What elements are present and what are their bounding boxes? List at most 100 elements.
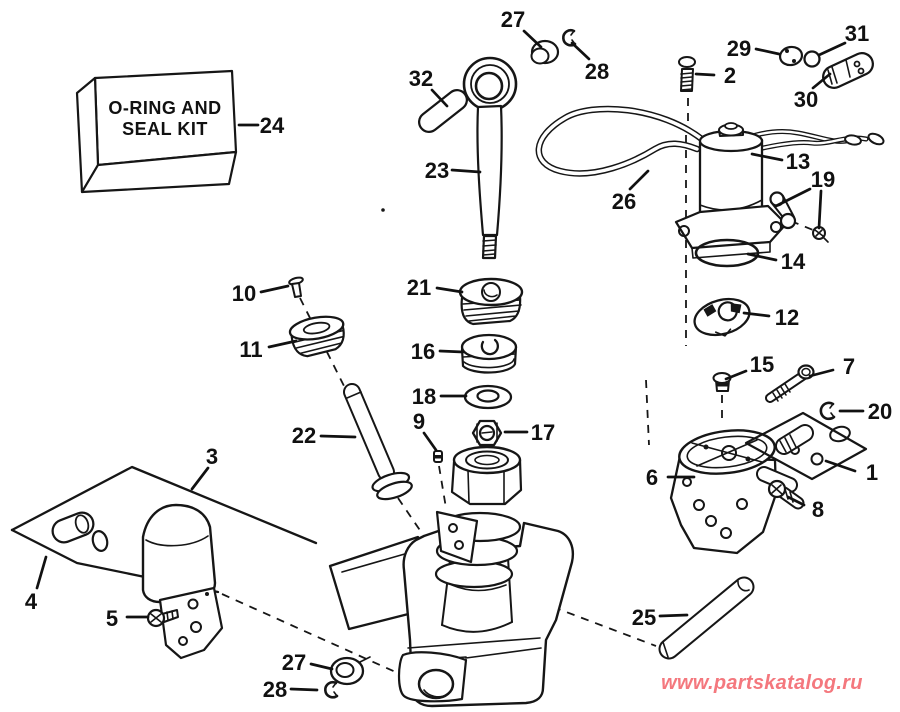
leader-line-27-31 [309, 662, 334, 671]
leader-line-28-1 [570, 41, 591, 61]
tube-25-drawing [658, 576, 755, 660]
leader-line-13-9 [750, 152, 784, 162]
part-label-26-8: 26 [612, 189, 636, 214]
leader-line-21-13 [435, 286, 464, 294]
part-label-19-10: 19 [811, 167, 835, 192]
watermark-text: www.partskatalog.ru [661, 672, 863, 694]
motor-drawing [674, 122, 788, 259]
part-label-6-26: 6 [646, 465, 658, 490]
leader-line-32-2 [430, 88, 449, 108]
part-label-28-32: 28 [263, 677, 287, 702]
part-label-31-6: 31 [845, 21, 869, 46]
cap-top-drawing [530, 39, 560, 65]
part-label-16-14: 16 [411, 339, 435, 364]
clip-top-drawing [562, 29, 577, 47]
construction-lines [221, 98, 814, 684]
o-ring-14-drawing [694, 238, 760, 268]
clip-bottom-drawing [324, 681, 339, 699]
leader-line-4-28 [35, 555, 48, 590]
plug-11-drawing [288, 315, 345, 358]
part-label-15-18: 15 [750, 352, 774, 377]
manifold-6-drawing [669, 429, 798, 555]
part-label-5-29: 5 [106, 606, 118, 631]
seal-kit-text-line1: O-RING AND [108, 98, 221, 118]
leader-line-31-6 [817, 41, 847, 57]
leader-line-10-21 [259, 284, 290, 294]
nut-17-drawing [471, 419, 503, 447]
part-label-8-27: 8 [812, 497, 824, 522]
leader-line-23-3 [450, 168, 482, 174]
small-dot [381, 208, 385, 212]
nipple-9-drawing [433, 450, 443, 463]
reservoir-drawing [141, 503, 224, 660]
cap-bottom-drawing [329, 656, 371, 686]
part-label-24-33: 24 [260, 113, 285, 138]
gasket-1-drawing [744, 411, 868, 481]
part-label-11-22: 11 [239, 337, 262, 362]
part-label-18-15: 18 [412, 384, 436, 409]
part-label-12-12: 12 [775, 305, 799, 330]
seal-kit-box: O-RING AND SEAL KIT [75, 69, 238, 194]
leader-line-3-24 [190, 466, 210, 491]
part-label-25-30: 25 [632, 605, 656, 630]
part-label-14-11: 14 [781, 249, 806, 274]
leader-line-11-22 [267, 339, 298, 349]
clip-20-drawing [819, 401, 836, 421]
part-label-30-7: 30 [794, 87, 818, 112]
part-label-4-28: 4 [25, 589, 38, 614]
bolt-7-drawing [765, 364, 815, 403]
part-label-7-19: 7 [843, 354, 855, 379]
rod-22-drawing [343, 383, 413, 501]
leader-line-7-19 [808, 368, 835, 378]
leader-line-9-17 [422, 431, 438, 452]
part-label-21-13: 21 [407, 275, 431, 300]
part-label-9-17: 9 [413, 409, 425, 434]
leader-line-27-0 [522, 29, 543, 49]
part-label-2-4: 2 [724, 63, 736, 88]
leader-line-26-8 [628, 169, 650, 191]
screw-2-drawing [678, 56, 696, 92]
part-label-17-16: 17 [531, 420, 555, 445]
plug-21-drawing [458, 277, 524, 326]
valve-15-drawing [712, 372, 732, 392]
leader-line-8-27 [786, 495, 806, 507]
leader-line-12-12 [742, 311, 771, 318]
leader-line-2-4 [694, 72, 716, 77]
part-label-20-20: 20 [868, 399, 892, 424]
leader-line-22-23 [319, 434, 357, 439]
leader-line-1-25 [824, 459, 857, 473]
part-label-28-1: 28 [585, 59, 609, 84]
leader-line-14-11 [746, 252, 778, 262]
part-label-32-2: 32 [409, 66, 433, 91]
part-label-27-0: 27 [501, 7, 525, 32]
leader-line-19-10 [774, 187, 812, 208]
washer-29-drawing [778, 45, 804, 67]
pivot-pin-drawing [418, 89, 468, 133]
piston-16-drawing [460, 333, 518, 374]
leader-line-19-10 [817, 189, 823, 230]
leader-line-15-18 [724, 369, 748, 381]
link-19-drawing [769, 191, 829, 243]
leader-line-29-5 [754, 47, 781, 56]
cam-12-drawing [693, 297, 751, 337]
part-label-23-3: 23 [425, 158, 449, 183]
pump-hex-top-drawing [450, 445, 523, 506]
part-label-10-21: 10 [232, 281, 256, 306]
part-label-3-24: 3 [206, 444, 218, 469]
leader-line-16-14 [438, 349, 465, 354]
washer-18-drawing [463, 384, 513, 410]
part-label-27-31: 27 [282, 650, 306, 675]
bushing-4-drawing [51, 511, 109, 552]
seal-kit-text-line2: SEAL KIT [122, 119, 208, 139]
pump-bracket-drawing [435, 510, 479, 564]
leader-line-30-7 [811, 72, 832, 90]
part-label-1-25: 1 [866, 460, 878, 485]
leader-line-25-30 [658, 613, 689, 618]
o-ring-31-drawing [803, 50, 821, 68]
pin-10-drawing [288, 276, 304, 298]
cylinder-30-drawing [822, 52, 874, 89]
piston-rod-drawing [462, 56, 518, 260]
